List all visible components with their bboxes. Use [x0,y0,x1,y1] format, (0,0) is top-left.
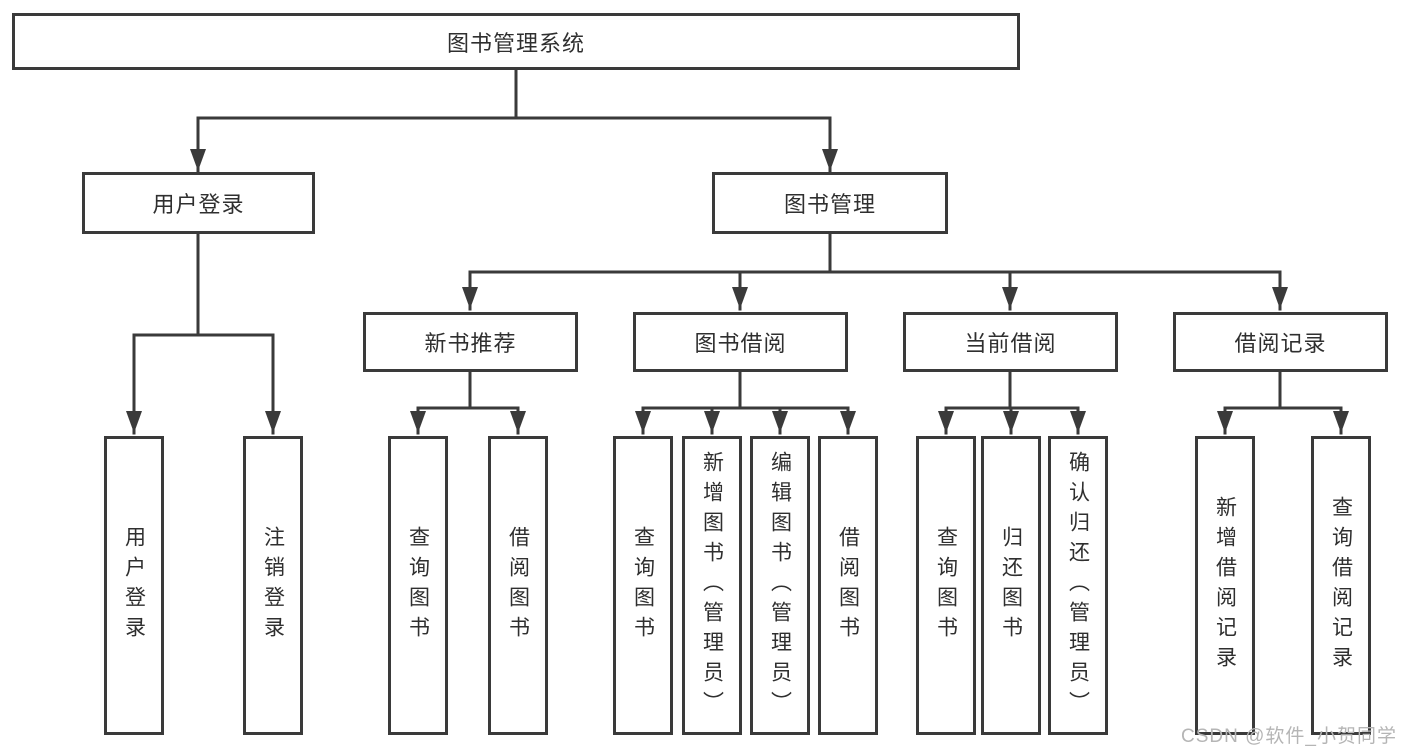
node-borrow-record: 借阅记录 [1173,312,1388,372]
leaf-bookborrow-borrow: 借阅图书 [818,436,878,735]
leaf-label: 新增图书（管理员） [700,450,724,721]
leaf-label: 新增借阅记录 [1213,495,1237,676]
leaf-label: 查询借阅记录 [1329,495,1353,676]
leaf-current-confirm-return: 确认归还（管理员） [1048,436,1108,735]
leaf-bookborrow-edit: 编辑图书（管理员） [750,436,810,735]
leaf-logout-login: 注销登录 [243,436,303,735]
leaf-newbook-query: 查询图书 [388,436,448,735]
node-current-borrow: 当前借阅 [903,312,1118,372]
leaf-bookborrow-add: 新增图书（管理员） [682,436,742,735]
leaf-user-login: 用户登录 [104,436,164,735]
leaf-label: 注销登录 [261,525,285,646]
leaf-label: 借阅图书 [506,525,530,646]
root-node: 图书管理系统 [12,13,1020,70]
leaf-label: 借阅图书 [836,525,860,646]
leaf-label: 查询图书 [406,525,430,646]
branch-book-management: 图书管理 [712,172,948,234]
leaf-label: 查询图书 [934,525,958,646]
leaf-newbook-borrow: 借阅图书 [488,436,548,735]
leaf-label: 用户登录 [122,525,146,646]
leaf-label: 查询图书 [631,525,655,646]
leaf-label: 归还图书 [999,525,1023,646]
node-new-book-recommend: 新书推荐 [363,312,578,372]
branch-user-login: 用户登录 [82,172,315,234]
leaf-bookborrow-query: 查询图书 [613,436,673,735]
leaf-label: 确认归还（管理员） [1066,450,1090,721]
leaf-record-query: 查询借阅记录 [1311,436,1371,735]
csdn-watermark: CSDN @软件_小贺同学 [1181,726,1397,747]
leaf-current-query: 查询图书 [916,436,976,735]
leaf-label: 编辑图书（管理员） [768,450,792,721]
leaf-record-add: 新增借阅记录 [1195,436,1255,735]
leaf-current-return: 归还图书 [981,436,1041,735]
node-book-borrow: 图书借阅 [633,312,848,372]
